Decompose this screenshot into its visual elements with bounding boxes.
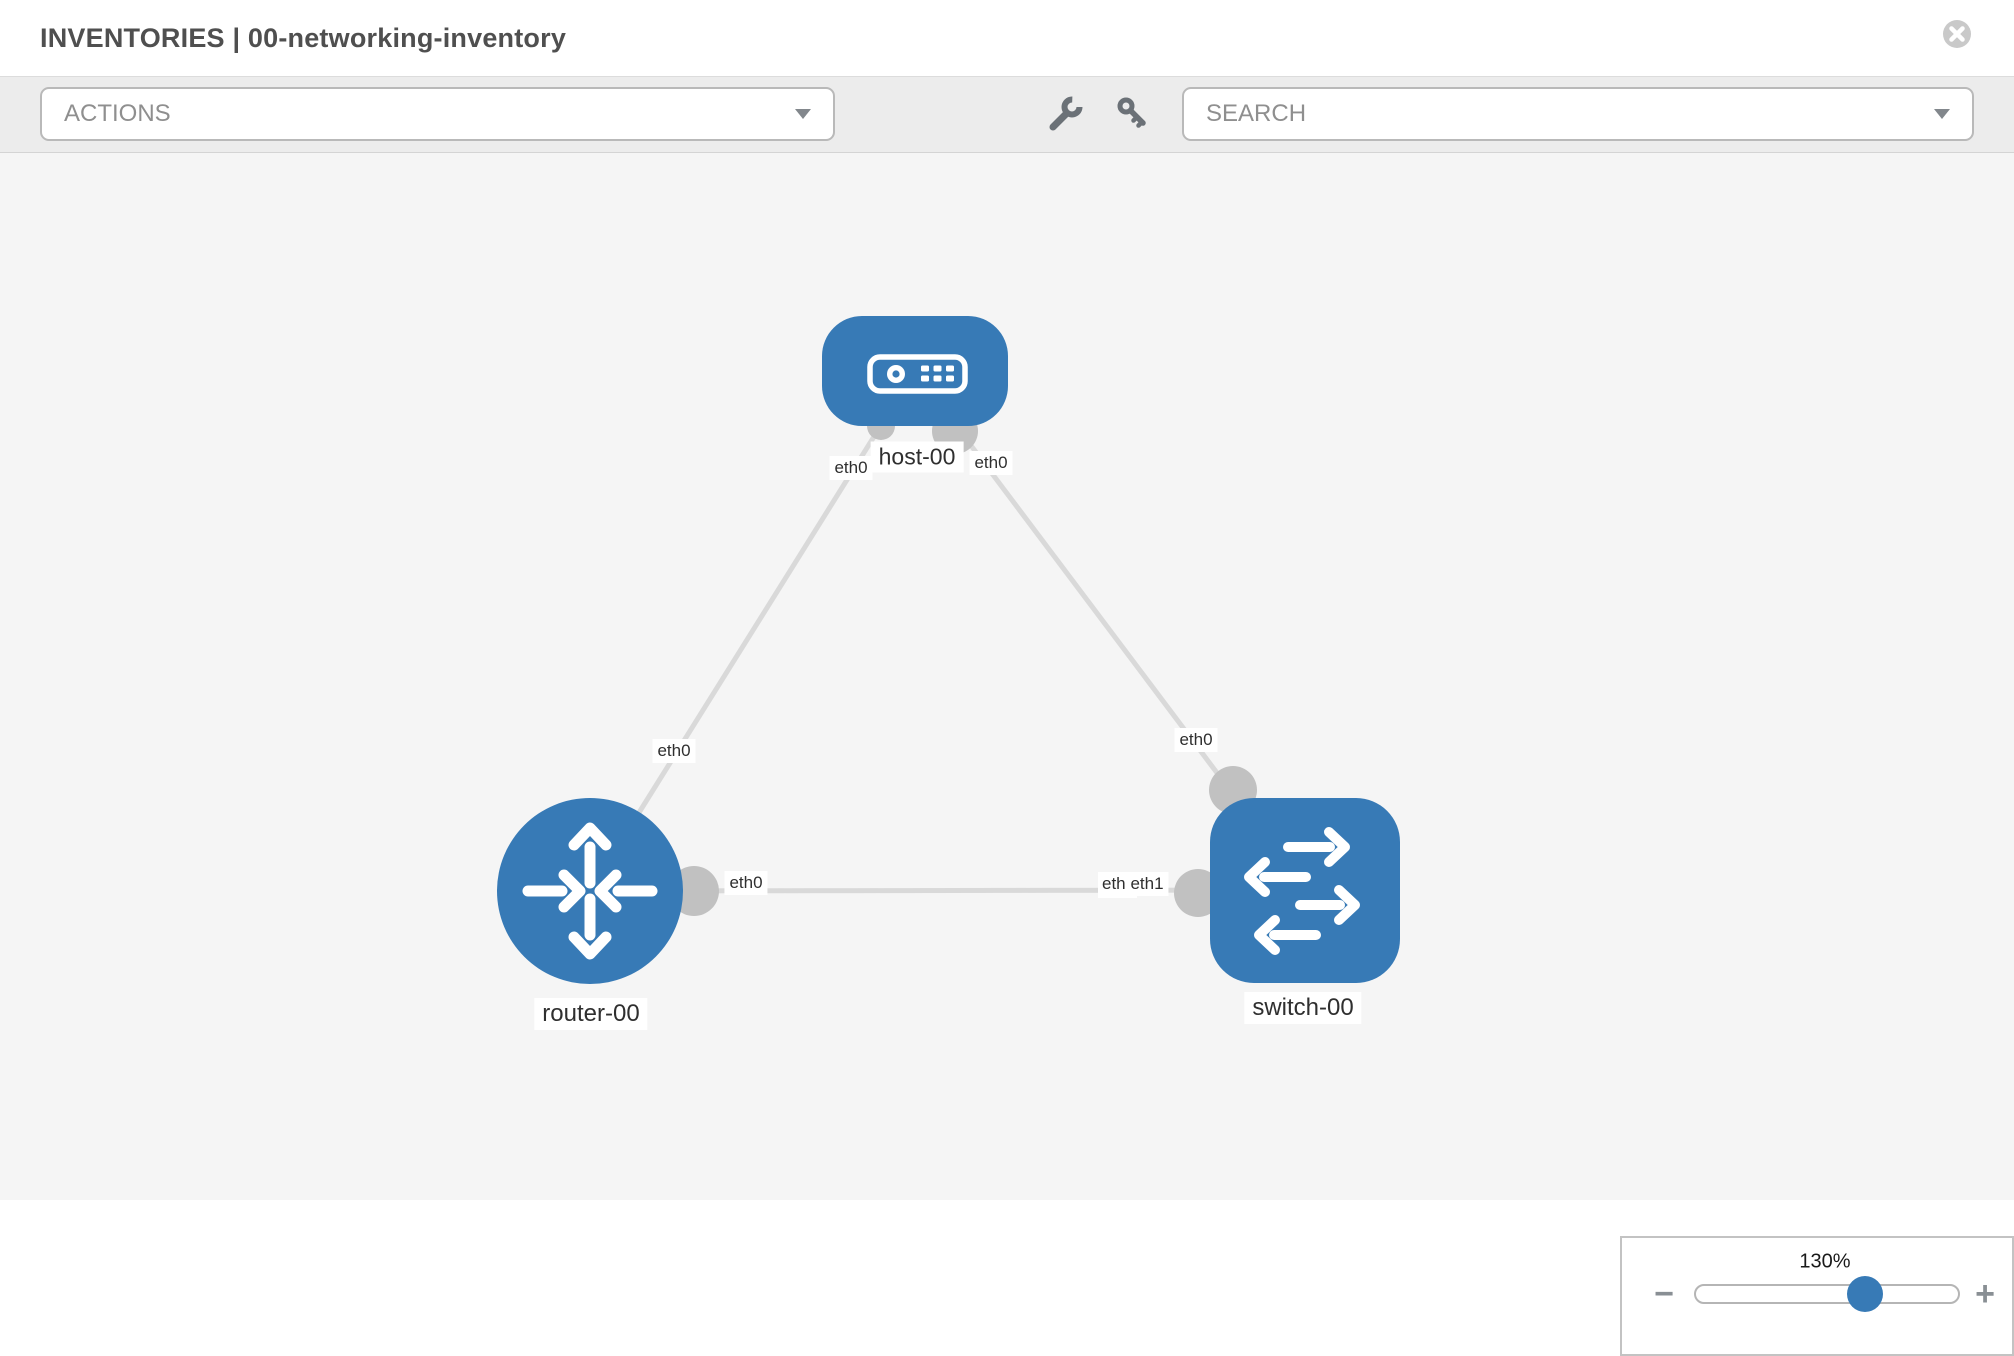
close-icon [1943, 20, 1971, 48]
zoom-panel: 130% − + [1620, 1236, 2014, 1356]
interface-label: eth0 [969, 451, 1013, 475]
interface-label: eth0 [724, 871, 768, 895]
zoom-in-button[interactable]: + [1975, 1275, 1995, 1313]
interface-label: eth1 [1125, 872, 1169, 896]
zoom-level-value: 130% [1799, 1250, 1851, 1273]
router-icon [522, 822, 658, 960]
switch-icon [1244, 827, 1360, 955]
node-label-host-00: host-00 [870, 441, 964, 473]
key-icon [1117, 97, 1146, 128]
topology-graph [497, 316, 1400, 984]
configure-button[interactable] [1046, 94, 1086, 134]
topology-canvas[interactable]: host-00 router-00 switch-00 eth0 eth0 et… [0, 153, 2014, 1356]
interface-label: eth0 [829, 456, 873, 480]
header-bar: INVENTORIES | 00-networking-inventory [0, 0, 2014, 77]
zoom-out-button[interactable]: − [1654, 1275, 1674, 1313]
node-host-00[interactable] [822, 316, 1008, 426]
ports-layer [669, 408, 1257, 917]
chevron-down-icon [1934, 109, 1950, 119]
search-placeholder: SEARCH [1206, 100, 1307, 127]
wrench-icon [1049, 96, 1083, 131]
credentials-button[interactable] [1113, 94, 1153, 134]
host-icon [867, 354, 968, 394]
chevron-down-icon [795, 109, 811, 119]
page-title: INVENTORIES | 00-networking-inventory [40, 23, 567, 53]
node-label-router-00: router-00 [534, 998, 648, 1030]
search-dropdown[interactable]: SEARCH [1182, 87, 1974, 141]
zoom-slider-knob[interactable] [1847, 1276, 1883, 1312]
actions-dropdown[interactable]: ACTIONS [40, 87, 835, 141]
node-label-switch-00: switch-00 [1244, 992, 1362, 1024]
interface-label: eth0 [1174, 728, 1218, 752]
toolbar: ACTIONS SEARCH [0, 77, 2014, 153]
zoom-slider-track[interactable] [1694, 1284, 1960, 1304]
interface-label: eth0 [652, 739, 696, 763]
actions-dropdown-label: ACTIONS [64, 100, 171, 127]
node-switch-00[interactable] [1210, 798, 1400, 983]
node-router-00[interactable] [497, 798, 683, 984]
close-button[interactable] [1940, 17, 1974, 51]
